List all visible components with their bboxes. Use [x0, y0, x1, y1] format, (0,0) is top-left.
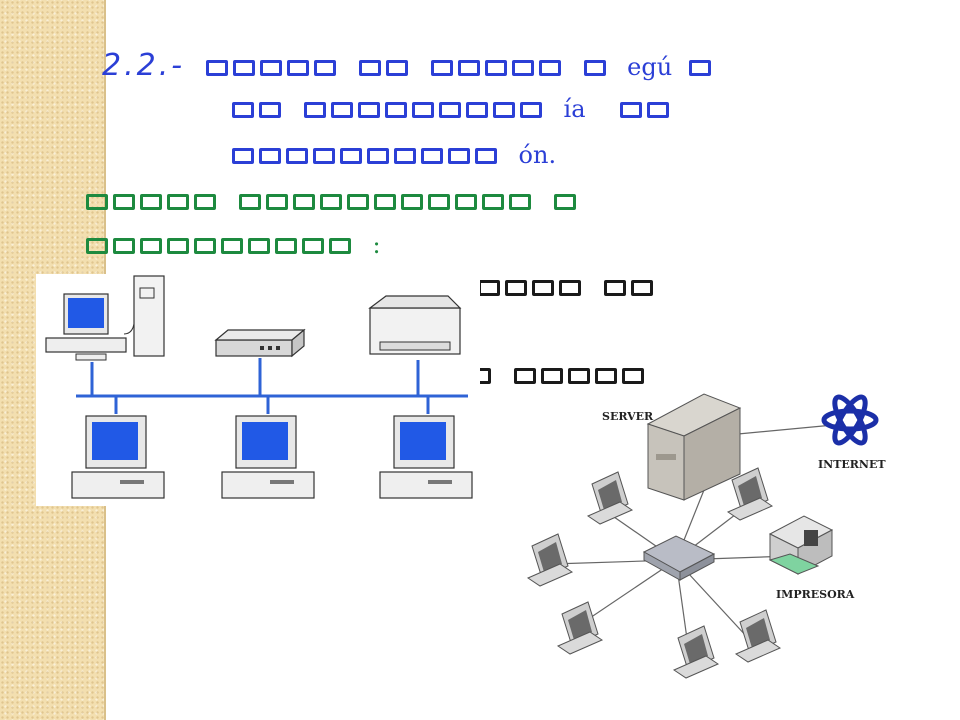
- workstation-icon: [726, 467, 774, 521]
- printer-icon: [368, 295, 462, 355]
- slide-title-line-2: ía: [232, 90, 674, 126]
- workstation-icon: [526, 533, 574, 587]
- unrendered-text-glyphs: [86, 227, 356, 262]
- workstation-icon: [379, 415, 473, 499]
- unrendered-text-glyphs: [602, 91, 674, 126]
- printer-label: IMPRESORA: [776, 588, 855, 601]
- hub-icon: [214, 328, 306, 358]
- internet-label: INTERNET: [818, 458, 886, 471]
- workstation-icon: [586, 471, 634, 525]
- workstation-icon: [556, 601, 604, 655]
- slide-title-line-3: ón.: [232, 136, 560, 172]
- hub-icon: [642, 535, 716, 581]
- unrendered-text-glyphs: [688, 49, 716, 84]
- slide-subtitle-tail: :: [372, 230, 381, 259]
- slide-subtitle-line-2: :: [86, 226, 385, 262]
- unrendered-text-glyphs: [205, 49, 611, 84]
- star-topology-diagram: SERVER INTERNET IMPRESORA: [526, 393, 886, 679]
- internet-icon: [821, 394, 879, 446]
- bus-topology-diagram: [36, 274, 480, 506]
- unrendered-text-glyphs: [86, 183, 581, 218]
- slide-title-tail-3: ón.: [518, 140, 557, 169]
- workstation-icon: [45, 275, 165, 361]
- slide-title-tail-2: ía: [563, 94, 586, 123]
- unrendered-text-glyphs: [232, 137, 502, 172]
- slide-title-number: 2.2.-: [102, 48, 186, 83]
- server-label: SERVER: [602, 410, 654, 423]
- server-icon: [646, 393, 742, 501]
- workstation-icon: [734, 609, 782, 663]
- workstation-icon: [672, 625, 720, 679]
- workstation-icon: [221, 415, 315, 499]
- slide-subtitle-line-1: [86, 182, 581, 218]
- workstation-icon: [71, 415, 165, 499]
- slide-title-tail-1: egú: [627, 52, 673, 81]
- unrendered-text-glyphs: [232, 91, 547, 126]
- printer-icon: [768, 515, 834, 575]
- slide-title-line-1: 2.2.- egú: [102, 48, 716, 84]
